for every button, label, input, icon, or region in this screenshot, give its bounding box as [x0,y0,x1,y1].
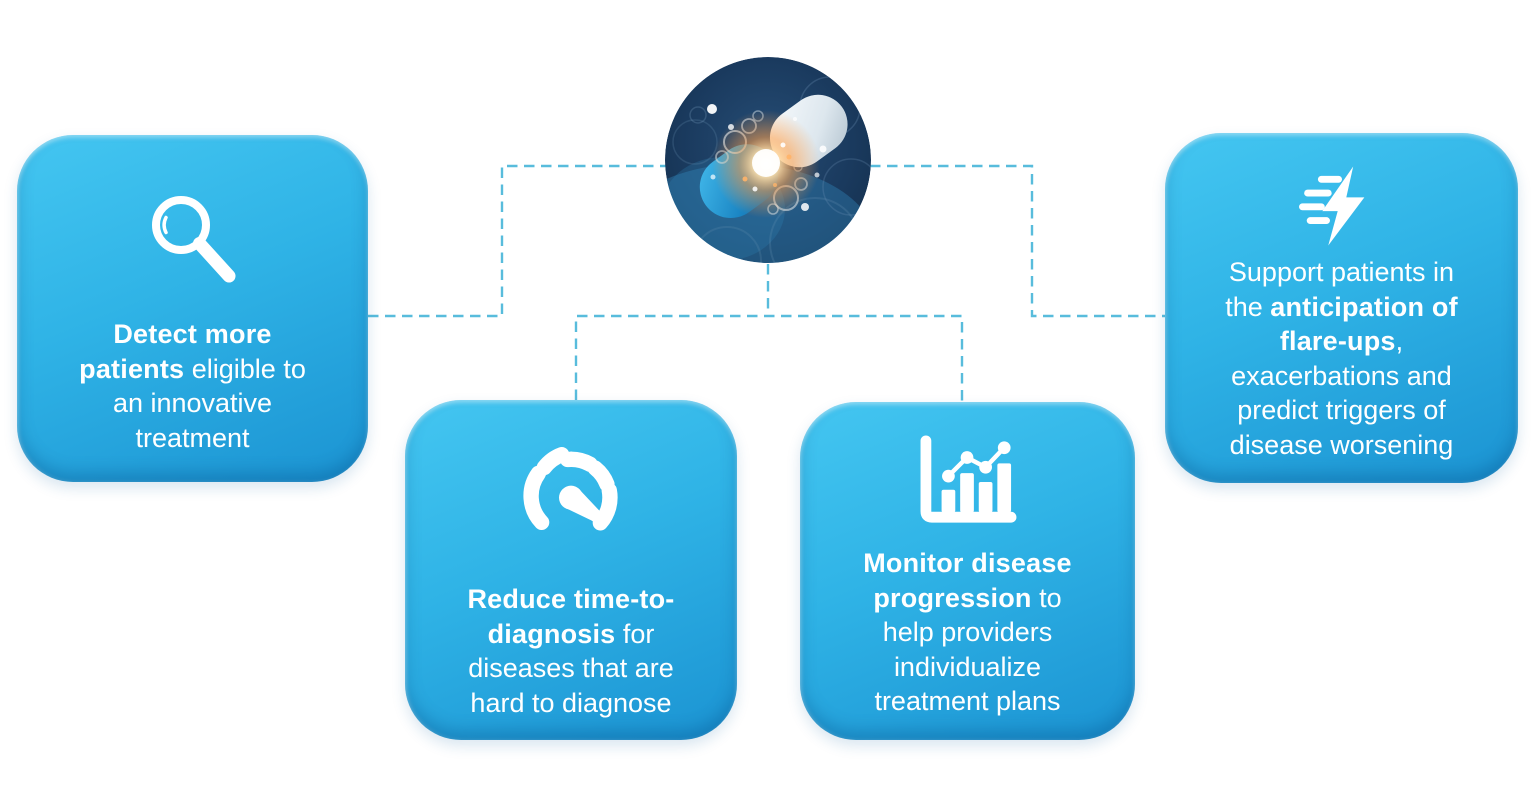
card-text-line: Detect more [113,319,272,349]
card-text: Detect more patients eligible to an innova… [79,317,306,455]
lightning-speed-icon [1298,166,1364,246]
card-text-line: hard to diagnose [470,687,672,718]
card-detect-patients: Detect more patients eligible to an innova… [17,135,368,482]
card-text-line: Monitor disease [863,548,1072,578]
card-text-line: help providers [882,617,1053,647]
magnifier-icon [151,196,235,283]
bar-chart-trend-icon [920,435,1016,523]
hub-image-circle [665,57,871,263]
card-text: Monitor disease progression to help provid… [863,546,1072,719]
card-text-line: treatment plans [874,686,1061,716]
card-text-line: progression to [873,582,1062,613]
card-text-line: diseases that are [468,653,674,683]
card-monitor-disease-progression: Monitor disease progression to help provid… [800,402,1135,740]
card-text-line: predict triggers of [1237,395,1446,425]
card-text-line: disease worsening [1229,429,1454,460]
card-text-line: Support patients in [1228,257,1455,287]
card-text-line: diagnosis for [487,618,655,649]
card-text-line: individualize [893,651,1042,682]
connector-left-card [368,164,666,318]
card-text-line: the anticipation of [1225,291,1458,322]
card-reduce-time-to-diagnosis: Reduce time-to-diagnosis for diseases tha… [405,400,737,740]
card-text-line: an innovative [112,388,273,418]
pill-capsule-image [665,57,871,263]
card-text-line: exacerbations and [1231,360,1452,391]
card-support-patients: Support patients in the anticipation of fl… [1165,133,1518,483]
connector-bottom-cards [574,314,964,402]
card-text-line: patients eligible to [79,353,306,384]
gauge-icon [523,446,618,531]
card-text: Support patients in the anticipation of fl… [1225,255,1458,462]
card-text: Reduce time-to-diagnosis for diseases tha… [467,582,674,720]
card-text-line: treatment [135,422,250,453]
connector-right-card [870,164,1165,318]
card-text-line: flare-ups, [1279,326,1404,356]
card-text-line: Reduce time-to- [467,584,675,614]
